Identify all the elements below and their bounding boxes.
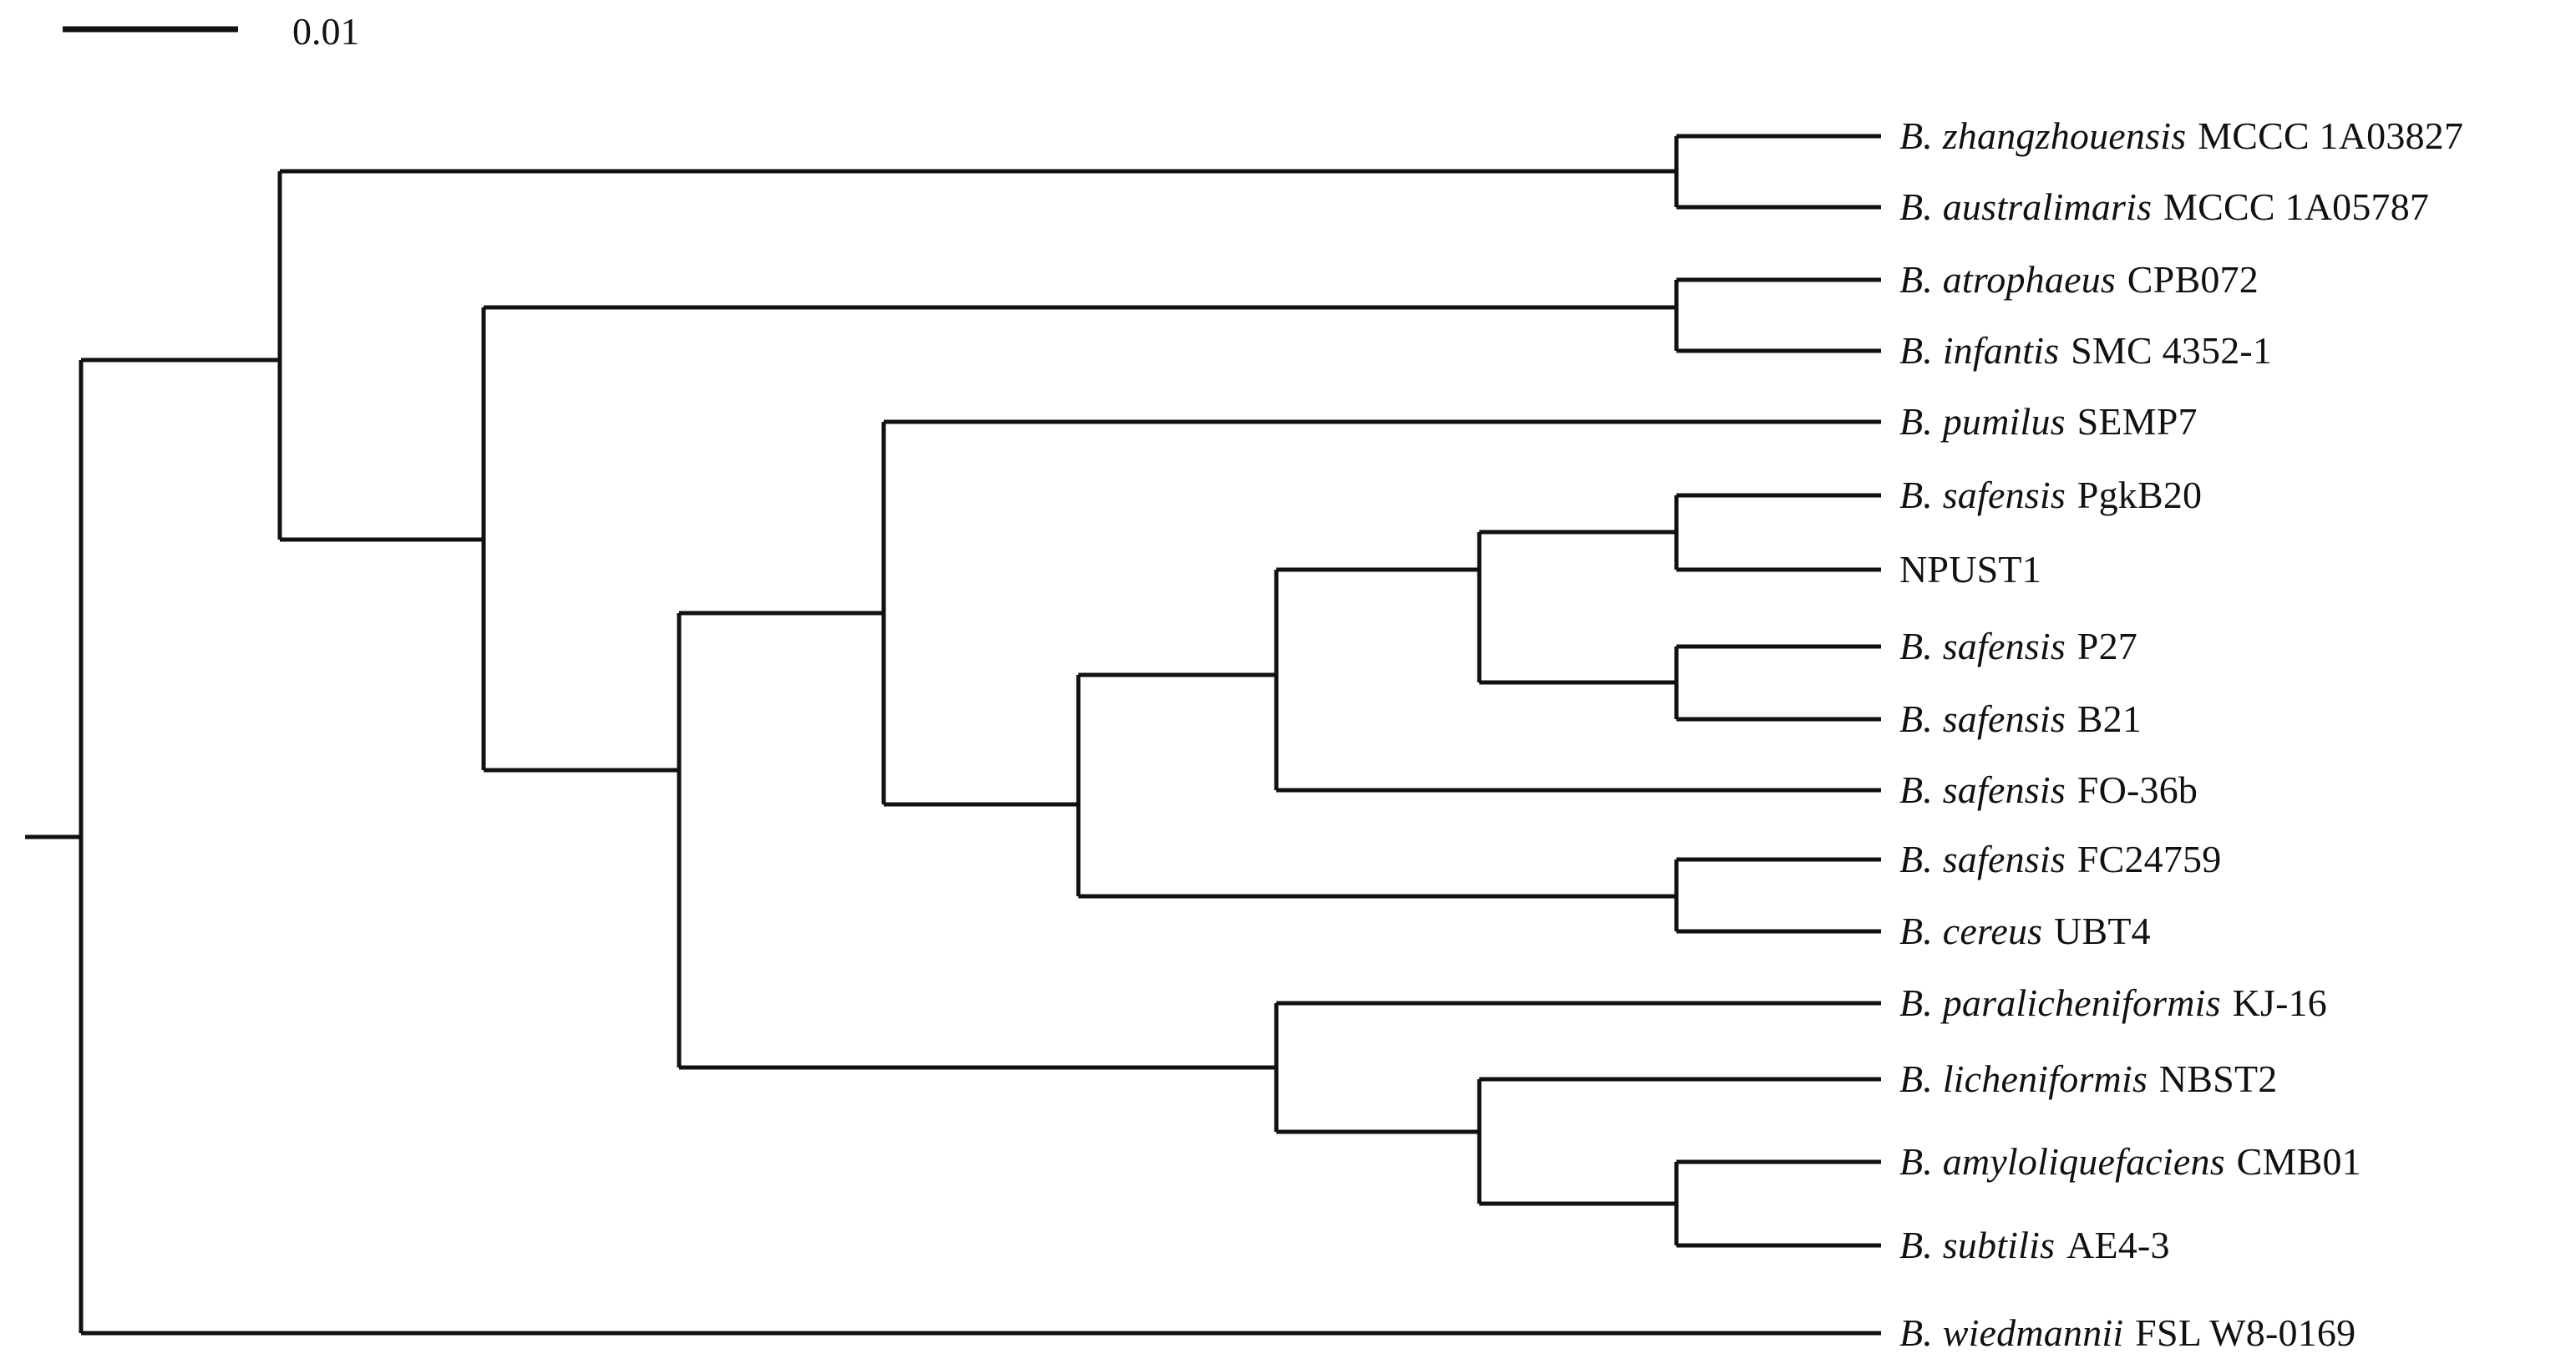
taxon-label-t3: B. atrophaeus CPB072: [1899, 261, 2259, 299]
scale-bar-label: 0.01: [292, 10, 360, 53]
taxon-species-name: B. pumilus: [1899, 400, 2066, 443]
taxon-label-t5: B. pumilus SEMP7: [1899, 403, 2198, 441]
taxon-label-t4: B. infantis SMC 4352-1: [1899, 332, 2272, 370]
taxon-label-t11: B. safensis FC24759: [1899, 840, 2221, 879]
taxon-species-name: B. subtilis: [1899, 1224, 2056, 1266]
taxon-species-name: B. safensis: [1899, 625, 2066, 667]
taxon-label-t17: B. wiedmannii FSL W8-0169: [1899, 1314, 2355, 1352]
taxon-label-t9: B. safensis B21: [1899, 700, 2142, 738]
taxon-strain-id: CMB01: [2236, 1140, 2361, 1183]
taxon-species-name: B. cereus: [1899, 910, 2043, 952]
taxon-species-name: B. wiedmannii: [1899, 1311, 2124, 1354]
taxon-label-t13: B. paralicheniformis KJ-16: [1899, 984, 2327, 1022]
taxon-label-t1: B. zhangzhouensis MCCC 1A03827: [1899, 117, 2463, 155]
taxon-label-t12: B. cereus UBT4: [1899, 912, 2151, 951]
taxon-strain-id: FSL W8-0169: [2135, 1311, 2356, 1354]
taxon-label-t15: B. amyloliquefaciens CMB01: [1899, 1143, 2361, 1181]
taxon-species-name: B. safensis: [1899, 768, 2066, 811]
taxon-strain-id: FC24759: [2077, 838, 2222, 880]
taxon-species-name: B. licheniformis: [1899, 1057, 2148, 1100]
taxon-strain-id: NBST2: [2158, 1057, 2278, 1100]
taxon-strain-id: AE4-3: [2066, 1224, 2170, 1266]
taxon-strain-id: KJ-16: [2232, 981, 2328, 1024]
taxon-label-t7: NPUST1: [1899, 550, 2041, 589]
taxon-strain-id: P27: [2077, 625, 2137, 667]
taxon-species-name: B. infantis: [1899, 329, 2060, 372]
taxon-strain-id: SMC 4352-1: [2071, 329, 2273, 372]
taxon-label-t8: B. safensis P27: [1899, 627, 2137, 666]
taxon-strain-id: MCCC 1A03827: [2198, 114, 2464, 157]
taxon-species-name: B. zhangzhouensis: [1899, 114, 2187, 157]
taxon-species-name: B. safensis: [1899, 697, 2066, 740]
taxon-strain-id: NPUST1: [1899, 548, 2041, 591]
taxon-strain-id: B21: [2077, 697, 2142, 740]
taxon-label-t10: B. safensis FO-36b: [1899, 771, 2198, 809]
taxon-species-name: B. amyloliquefaciens: [1899, 1140, 2225, 1183]
taxon-strain-id: SEMP7: [2077, 400, 2198, 443]
branch-lines-group: [25, 134, 1881, 1336]
taxon-species-name: B. atrophaeus: [1899, 258, 2116, 301]
taxon-strain-id: FO-36b: [2077, 768, 2198, 811]
taxon-species-name: B. paralicheniformis: [1899, 981, 2221, 1024]
taxon-species-name: B. safensis: [1899, 838, 2066, 880]
taxon-label-t6: B. safensis PgkB20: [1899, 476, 2202, 515]
taxon-strain-id: CPB072: [2127, 258, 2259, 301]
taxon-species-name: B. australimaris: [1899, 185, 2153, 228]
taxon-strain-id: MCCC 1A05787: [2163, 185, 2430, 228]
taxon-species-name: B. safensis: [1899, 474, 2066, 516]
taxon-strain-id: UBT4: [2054, 910, 2151, 952]
taxon-strain-id: PgkB20: [2077, 474, 2203, 516]
